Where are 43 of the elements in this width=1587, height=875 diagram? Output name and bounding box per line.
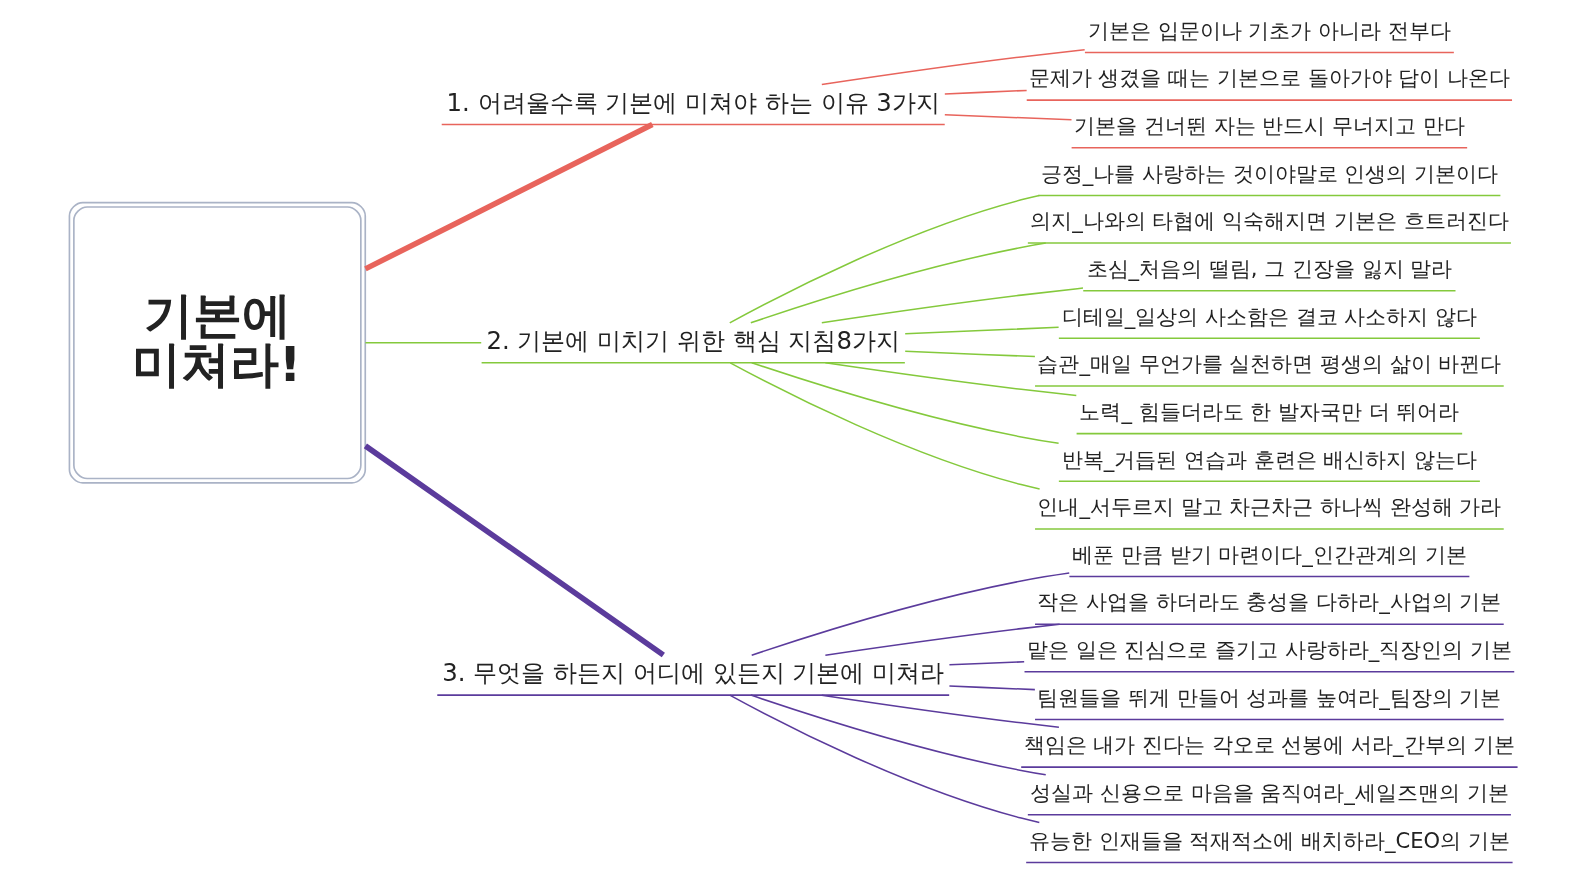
connector bbox=[729, 362, 1041, 490]
connector bbox=[729, 194, 1041, 324]
node-text: 책임은 내가 진다는 각오로 선봉에 서라_간부의 기본 bbox=[1023, 732, 1516, 758]
node-text: 베푼 만큼 받기 마련이다_인간관계의 기본 bbox=[1072, 541, 1467, 567]
node-text: 팀원들을 뛰게 만들어 성과를 높여라_팀장의 기본 bbox=[1037, 684, 1502, 710]
connector bbox=[948, 661, 1025, 666]
connector bbox=[904, 350, 1036, 358]
connector bbox=[821, 694, 1060, 728]
node-text: 유능한 인재들을 적재적소에 배치하라_CEO의 기본 bbox=[1028, 827, 1510, 853]
node-text: 초심_처음의 떨림, 그 긴장을 잃지 말라 bbox=[1086, 255, 1453, 281]
connector bbox=[750, 694, 1047, 776]
node-text: 노력_ 힘들더라도 한 발자국만 더 뛰어라 bbox=[1079, 398, 1460, 424]
connector bbox=[824, 623, 1061, 656]
node-text: 인내_서두르지 말고 차근차근 하나씩 완성해 가라 bbox=[1037, 494, 1502, 520]
node-text: 습관_매일 무언가를 실천하면 평생의 삶이 바뀐다 bbox=[1037, 351, 1502, 377]
node-text: 디테일_일상의 사소함은 결코 사소하지 않다 bbox=[1061, 303, 1478, 329]
connector bbox=[821, 48, 1086, 86]
node-text: 맡은 일은 진심으로 즐기고 사랑하라_직장인의 기본 bbox=[1026, 637, 1512, 663]
connector bbox=[824, 361, 1078, 397]
node-text: 기본을 건너뛴 자는 반드시 무너지고 만다 bbox=[1074, 113, 1465, 139]
node-text: 작은 사업을 하더라도 충성을 다하라_사업의 기본 bbox=[1037, 589, 1502, 615]
connector bbox=[729, 694, 1041, 824]
node-text: 의지_나와의 타협에 익숙해지면 기본은 흐트러진다 bbox=[1030, 208, 1509, 234]
connector bbox=[948, 685, 1036, 691]
connector bbox=[363, 443, 665, 658]
node-text: 문제가 생겼을 때는 기본으로 돌아가야 답이 나온다 bbox=[1028, 65, 1510, 91]
node-text: 1. 어려울수록 기본에 미쳐야 하는 이유 3가지 bbox=[446, 87, 940, 117]
node-text: 성실과 신용으로 마음을 움직여라_세일즈맨의 기본 bbox=[1030, 780, 1509, 806]
connector bbox=[750, 362, 1060, 445]
node-text: 3. 무엇을 하든지 어디에 있든지 기본에 미쳐라 bbox=[442, 658, 945, 688]
connector bbox=[944, 113, 1073, 121]
connector bbox=[750, 572, 1070, 656]
node-text: 2. 기본에 미치기 위한 핵심 지침8가지 bbox=[486, 325, 900, 355]
connector bbox=[750, 242, 1047, 324]
node-text: 반복_거듭된 연습과 훈련은 배신하지 않는다 bbox=[1061, 446, 1478, 472]
connector bbox=[364, 122, 654, 272]
connector bbox=[821, 287, 1084, 324]
connector bbox=[944, 89, 1028, 95]
node-text: 기본은 입문이나 기초가 아니라 전부다 bbox=[1088, 17, 1451, 43]
node-box: 기본에 미쳐라! bbox=[68, 201, 367, 484]
connector bbox=[904, 326, 1060, 335]
node-text: 긍정_나를 사랑하는 것이야말로 인생의 기본이다 bbox=[1040, 160, 1499, 186]
connector bbox=[364, 342, 482, 344]
